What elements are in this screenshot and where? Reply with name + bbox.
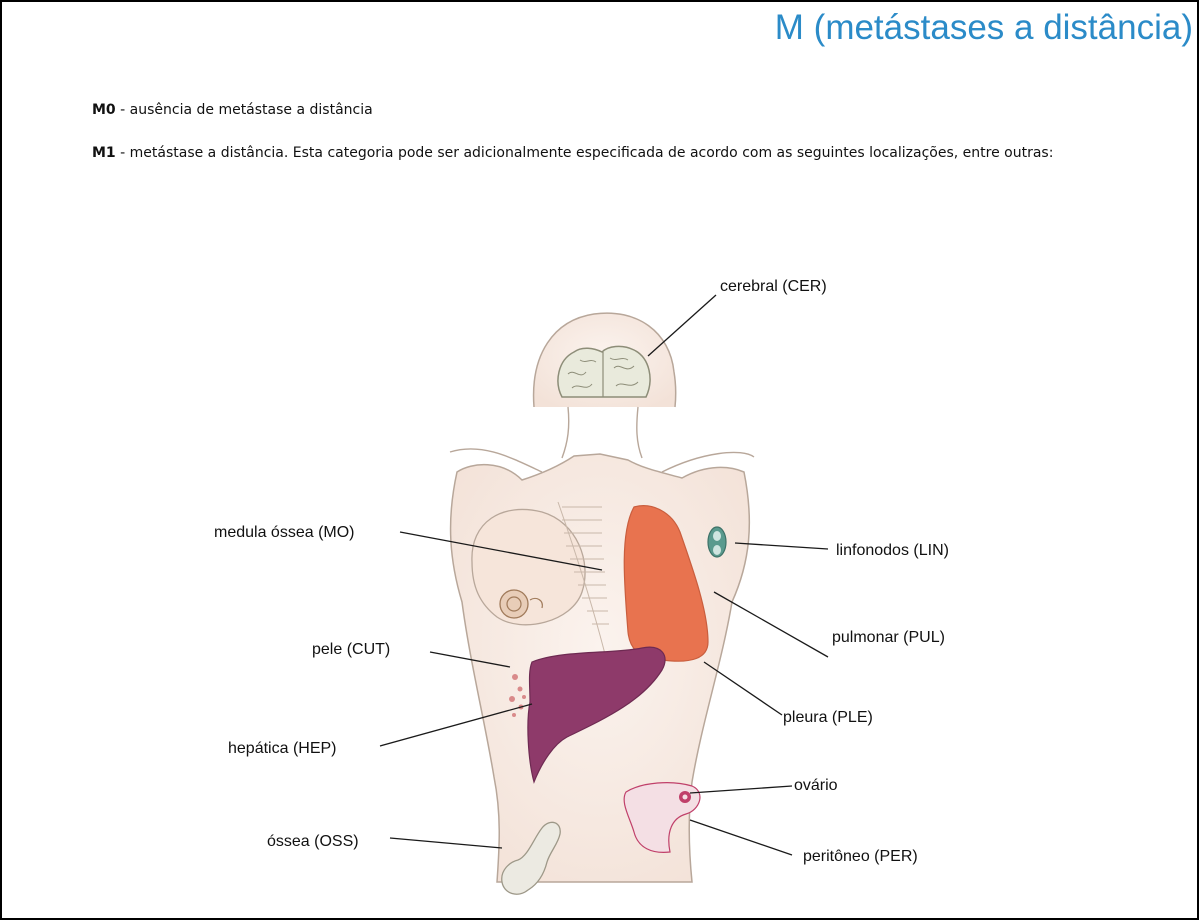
label-pulmonar: pulmonar (PUL) bbox=[832, 629, 945, 646]
leader-pulmonar bbox=[714, 592, 828, 657]
label-ossea: óssea (OSS) bbox=[267, 833, 359, 850]
leader-peritoneo bbox=[690, 820, 792, 855]
lymph-node-illustration bbox=[708, 527, 726, 557]
label-pele: pele (CUT) bbox=[312, 641, 390, 658]
brain-illustration bbox=[558, 346, 650, 397]
label-hepatica: hepática (HEP) bbox=[228, 740, 337, 757]
label-medula-ossea: medula óssea (MO) bbox=[214, 524, 355, 541]
label-peritoneo: peritôneo (PER) bbox=[803, 848, 918, 865]
leader-pleura bbox=[704, 662, 782, 715]
label-linfonodos: linfonodos (LIN) bbox=[836, 542, 949, 559]
leader-ossea bbox=[390, 838, 502, 848]
label-pleura: pleura (PLE) bbox=[783, 709, 873, 726]
leader-cerebral bbox=[648, 295, 716, 356]
label-cerebral: cerebral (CER) bbox=[720, 278, 827, 295]
leader-linfonodos bbox=[735, 543, 828, 549]
label-ovario: ovário bbox=[794, 777, 838, 794]
leader-ovario bbox=[690, 786, 792, 793]
